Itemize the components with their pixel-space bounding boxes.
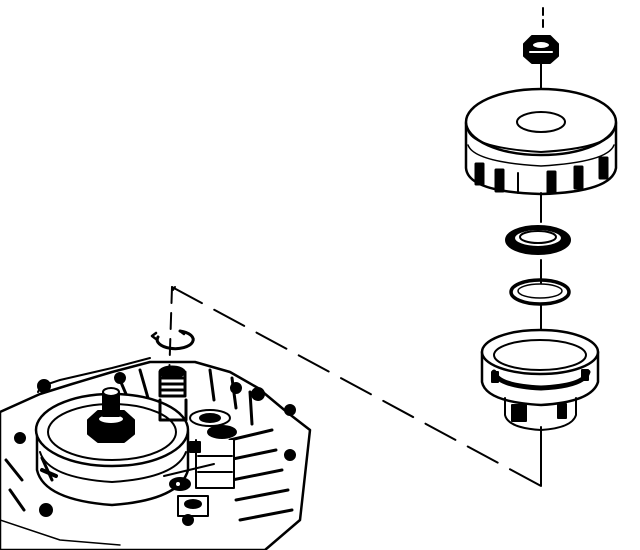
- lower-seal-ring: [509, 278, 571, 306]
- snap-ring: [150, 329, 195, 351]
- hub: [480, 328, 600, 431]
- retaining-nut: [523, 35, 559, 64]
- drum-housing: [464, 87, 618, 196]
- transmission-case: [0, 357, 312, 550]
- leader-line: [168, 286, 542, 487]
- upper-seal-ring: [505, 225, 571, 255]
